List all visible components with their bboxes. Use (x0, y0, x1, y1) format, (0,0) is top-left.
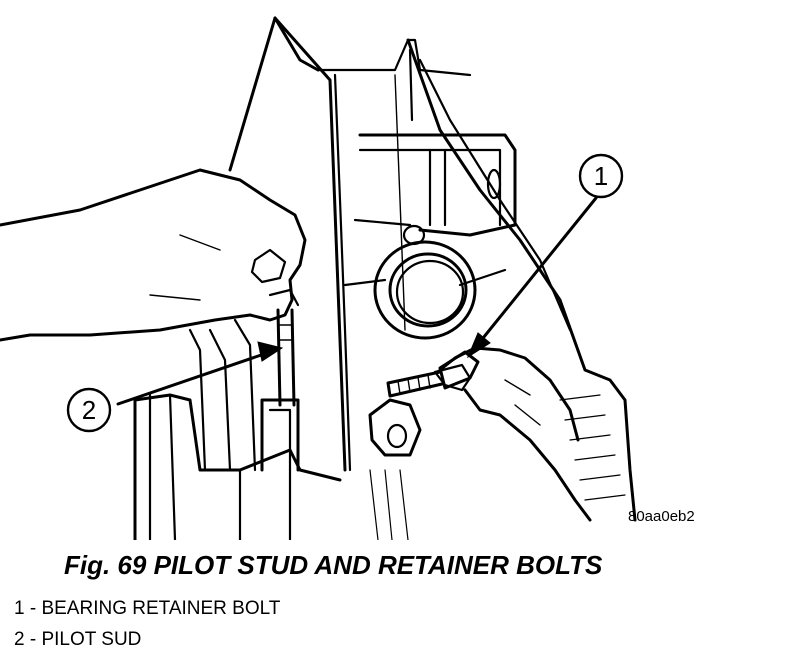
transmission-case-drawing (133, 16, 637, 540)
leader-arrow-1 (466, 196, 598, 359)
retainer-bolt-drawing (386, 350, 480, 398)
legend: 1 - BEARING RETAINER BOLT 2 - PILOT SUD (14, 593, 280, 655)
figure-code: 80aa0eb2 (628, 508, 695, 525)
svg-text:1: 1 (594, 161, 608, 191)
leader-arrow-2 (116, 341, 284, 406)
legend-item-2: 2 - PILOT SUD (14, 629, 142, 650)
callout-1: 1 (578, 153, 624, 199)
left-hand-drawing (0, 168, 307, 342)
figure-caption: Fig. 69 PILOT STUD AND RETAINER BOLTS (64, 550, 603, 580)
right-hand-drawing (433, 346, 592, 522)
callout-2: 2 (66, 387, 112, 433)
svg-text:2: 2 (82, 395, 96, 425)
pilot-stud-illustration: 1 2 80aa0eb2 (0, 16, 695, 540)
legend-item-1: 1 - BEARING RETAINER BOLT (14, 598, 281, 619)
